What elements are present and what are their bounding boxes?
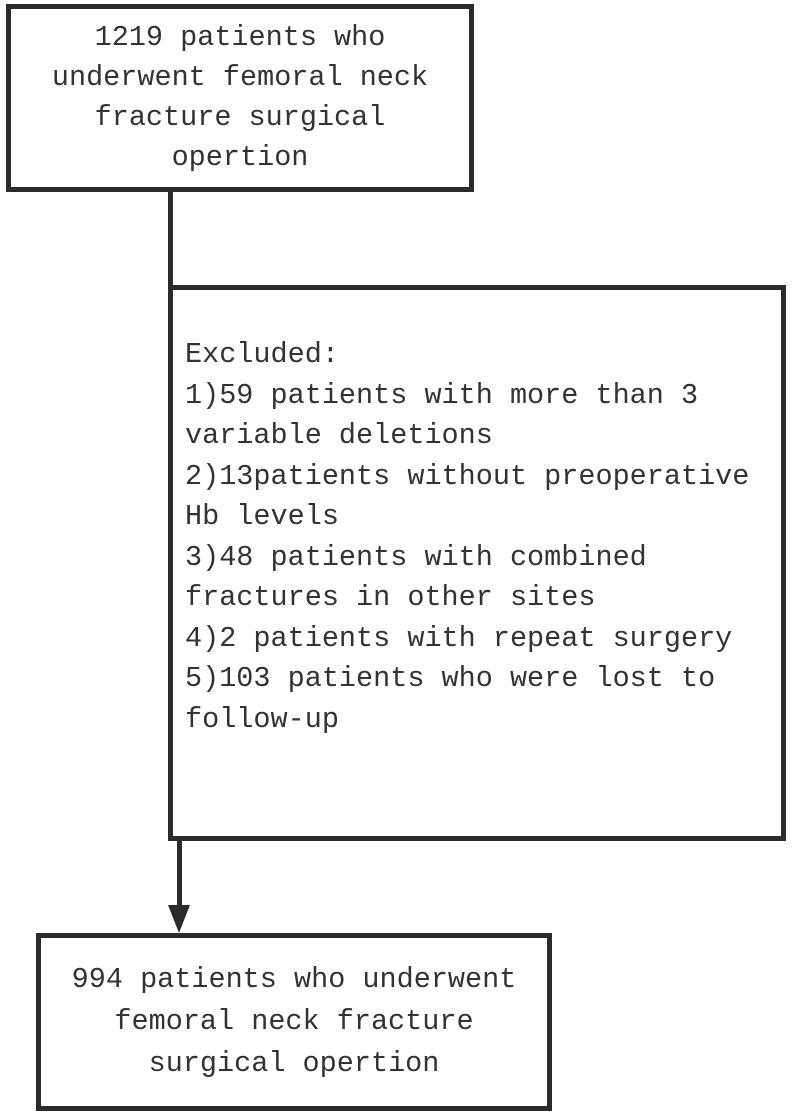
text-line: 3)48 patients with combined <box>185 540 647 574</box>
text-line: variable deletions <box>185 419 493 452</box>
connector-line-bottom <box>177 838 182 908</box>
text-line: 1)59 patients with more than 3 <box>185 378 699 412</box>
arrow-down-icon <box>168 905 190 933</box>
text-line: 1219 patients who <box>94 21 386 54</box>
text-line: 4)2 patients with repeat surgery <box>185 621 733 655</box>
text-line: fracture surgical <box>94 101 386 134</box>
text-line: underwent femoral neck <box>51 61 429 94</box>
final-patients-text: 994 patients who underwent femoral neck f… <box>72 959 517 1085</box>
text-line: opertion <box>171 141 309 174</box>
text-line: 2)13patients without preoperative <box>185 459 750 493</box>
node-final-patients: 994 patients who underwent femoral neck f… <box>36 933 552 1111</box>
text-line: fractures in other sites <box>185 581 596 614</box>
text-line: 5)103 patients who were lost to <box>185 662 716 695</box>
connector-line-top <box>168 190 173 290</box>
excluded-patients-text: Excluded: 1)59 patients with more than 3 v… <box>185 335 773 740</box>
text-line: 994 patients who underwent <box>71 963 517 996</box>
text-line: Hb levels <box>185 500 339 533</box>
node-excluded-patients: Excluded: 1)59 patients with more than 3 v… <box>168 285 786 841</box>
initial-patients-text: 1219 patients who underwent femoral neck f… <box>52 18 428 178</box>
text-line: follow-up <box>185 702 339 736</box>
node-initial-patients: 1219 patients who underwent femoral neck f… <box>6 4 474 192</box>
text-line: femoral neck fracture <box>114 1005 474 1038</box>
text-line: Excluded: <box>185 338 339 371</box>
text-line: surgical opertion <box>148 1047 440 1080</box>
